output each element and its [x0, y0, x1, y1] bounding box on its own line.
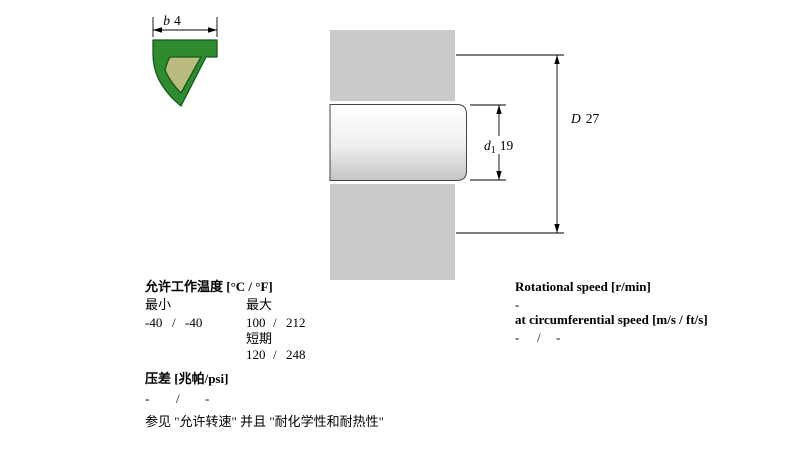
temp-min-f: -40	[185, 315, 203, 330]
rotational-speed-title: Rotational speed [r/min]	[515, 279, 651, 294]
dim-b-letter: b	[163, 13, 170, 28]
seal-metal-insert	[164, 56, 202, 94]
rotational-speed-value: -	[515, 297, 520, 312]
slash-separator: /	[537, 330, 541, 345]
temp-short-term-label: 短期	[246, 331, 273, 346]
temp-short-c: 120	[246, 347, 266, 362]
dim-d1-label: d1 19	[484, 138, 514, 156]
temp-max-label: 最大	[246, 297, 273, 312]
temperature-column-labels: 最小 最大	[145, 297, 272, 312]
temp-max-values: 100 / 212	[246, 315, 306, 330]
dim-arrow-down-icon	[554, 224, 560, 233]
dimension-d1: d1 19	[470, 104, 518, 181]
seal-cross-section	[152, 39, 218, 107]
temp-short-f: 248	[286, 347, 306, 362]
dim-D-value: 27	[586, 111, 600, 126]
pressure-title: 压差 [兆帕/psi]	[145, 371, 229, 386]
temp-min-label: 最小	[145, 297, 172, 312]
temperature-title: 允许工作温度 [°C / °F]	[145, 279, 273, 294]
circumferential-speed-values: -/-	[515, 330, 560, 345]
temp-max-c: 100	[246, 315, 266, 330]
note-text: 参见 "允许转速" 并且 "耐化学性和耐热性"	[145, 414, 384, 429]
housing-shaft-drawing	[329, 30, 467, 280]
dim-b-value: 4	[174, 13, 181, 28]
dim-d1-letter: d	[484, 138, 491, 153]
temperature-values: -40 / -40 100 / 212	[145, 315, 306, 330]
pressure-psi: -	[205, 391, 210, 406]
dim-D-label: D 27	[570, 111, 600, 126]
dim-d1-value: 19	[500, 138, 514, 153]
dim-arrow-down-icon	[496, 171, 502, 180]
circ-speed-ms: -	[515, 330, 520, 345]
shaft	[329, 104, 467, 181]
temp-max-f: 212	[286, 315, 306, 330]
slash-separator: /	[273, 347, 277, 362]
dim-arrow-up-icon	[496, 105, 502, 114]
slash-separator: /	[176, 391, 180, 406]
dim-D-letter: D	[570, 111, 581, 126]
dim-label-backing	[482, 136, 518, 154]
circumferential-speed-title: at circumferential speed [m/s / ft/s]	[515, 312, 708, 327]
pressure-mpa: -	[145, 391, 150, 406]
dim-arrow-right-icon	[208, 27, 217, 33]
circ-speed-fts: -	[556, 330, 561, 345]
pressure-values: - / -	[145, 391, 209, 406]
temp-min-c: -40	[145, 315, 163, 330]
dim-arrow-left-icon	[153, 27, 162, 33]
dim-d1-subscript: 1	[491, 145, 496, 156]
slash-separator: /	[172, 315, 176, 330]
dim-arrow-up-icon	[554, 55, 560, 64]
slash-separator: /	[273, 315, 277, 330]
temp-min-values: -40 / -40	[145, 315, 246, 330]
dimension-D: D 27	[456, 54, 600, 234]
temp-short-term-values: 120 / 248	[246, 347, 306, 362]
